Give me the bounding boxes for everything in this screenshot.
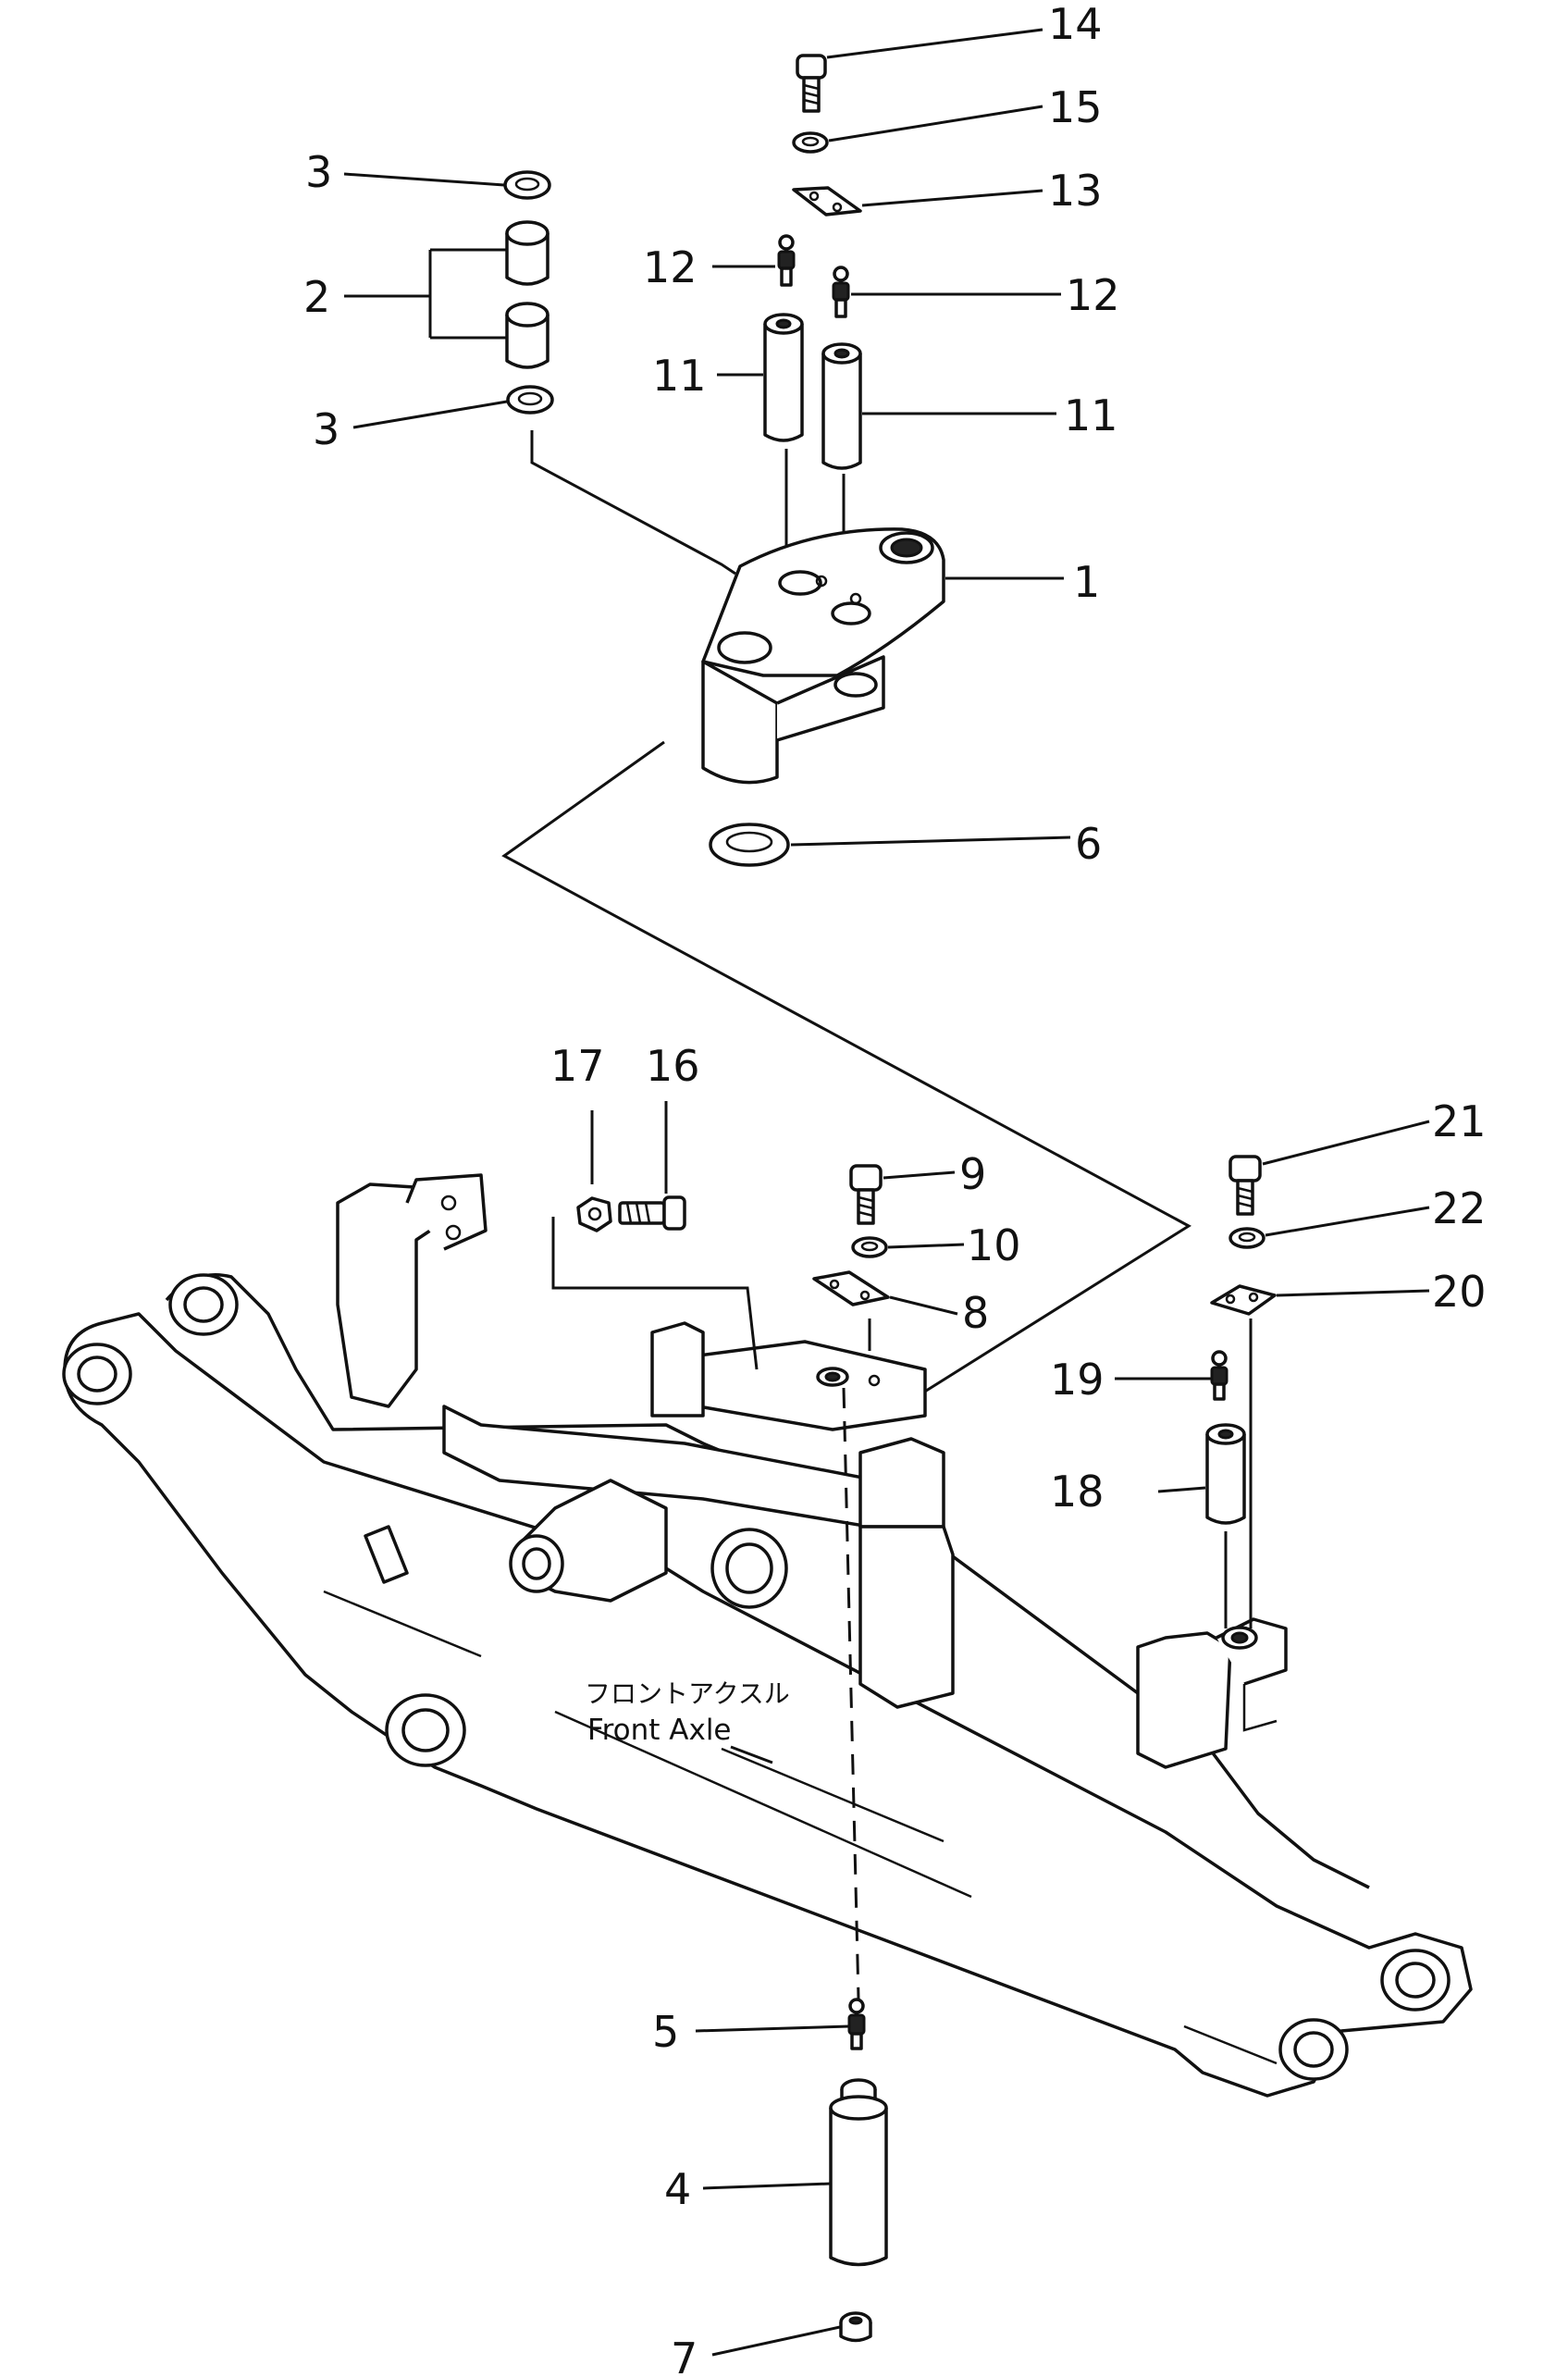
callout-1: 1 <box>1073 557 1100 607</box>
callout-8: 8 <box>962 1288 989 1338</box>
bolt-14 <box>796 54 827 113</box>
support-bracket-1 <box>701 527 945 785</box>
callout-6: 6 <box>1075 819 1102 869</box>
callout-10: 10 <box>967 1220 1021 1270</box>
callout-18: 18 <box>1050 1467 1105 1517</box>
callout-3b: 3 <box>313 404 340 454</box>
pin-11-left <box>763 313 804 442</box>
nut-17 <box>576 1196 612 1232</box>
center-pin-4 <box>829 2078 888 2267</box>
callout-11b: 11 <box>1064 390 1118 440</box>
callout-19: 19 <box>1050 1355 1105 1405</box>
callout-17: 17 <box>550 1041 605 1091</box>
callout-4: 4 <box>664 2164 691 2214</box>
plug-7 <box>839 2311 872 2343</box>
callout-12b: 12 <box>1066 270 1120 320</box>
callout-12a: 12 <box>643 242 698 292</box>
callout-2: 2 <box>303 272 330 322</box>
callout-3a: 3 <box>305 147 332 197</box>
callout-16: 16 <box>646 1041 700 1091</box>
bushing-2-upper <box>505 220 549 286</box>
callout-11a: 11 <box>652 351 707 401</box>
washer-15 <box>792 131 829 154</box>
washer-22 <box>1228 1227 1266 1249</box>
bolt-21 <box>1228 1155 1262 1216</box>
callout-14: 14 <box>1048 0 1103 49</box>
callout-7: 7 <box>671 2334 698 2377</box>
callout-13: 13 <box>1048 166 1103 216</box>
bushing-2-lower <box>505 302 549 369</box>
pin-18 <box>1205 1423 1246 1525</box>
leader-lines <box>343 28 1430 2357</box>
bolt-16 <box>618 1195 686 1231</box>
grease-fitting-5 <box>847 1998 866 2050</box>
washer-3-top <box>503 170 551 200</box>
callout-15: 15 <box>1048 82 1103 132</box>
callout-21: 21 <box>1432 1096 1487 1146</box>
lock-plate-13 <box>792 186 862 217</box>
caption-english: Front Axle <box>587 1714 732 1747</box>
washer-3-bottom <box>506 385 554 415</box>
grease-fitting-19 <box>1210 1350 1228 1401</box>
washer-10 <box>851 1236 888 1258</box>
callout-22: 22 <box>1432 1183 1487 1233</box>
lock-plate-20 <box>1210 1284 1277 1316</box>
callout-20: 20 <box>1432 1267 1487 1317</box>
bolt-9 <box>849 1164 883 1225</box>
lock-plate-8 <box>812 1270 890 1306</box>
thrust-washer-6 <box>709 823 790 867</box>
pin-11-right <box>821 342 862 470</box>
grease-fitting-12-left <box>777 234 796 287</box>
front-axle-frame <box>62 1173 1473 2098</box>
caption-japanese: フロントアクスル <box>585 1678 790 1709</box>
grease-fitting-12-right <box>832 266 850 318</box>
callout-5: 5 <box>652 2007 679 2057</box>
callout-9: 9 <box>959 1149 986 1199</box>
